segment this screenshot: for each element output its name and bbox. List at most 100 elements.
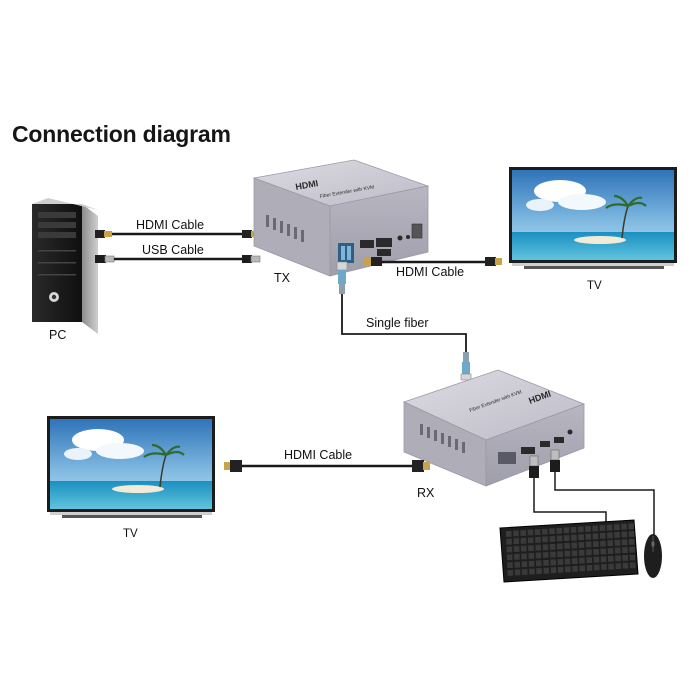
keyboard-key [600, 556, 607, 563]
keyboard-key [507, 570, 514, 576]
keyboard-key [608, 555, 614, 562]
keyboard-key [614, 547, 621, 554]
keyboard-key [543, 560, 549, 566]
label-rx: RX [417, 486, 435, 500]
keyboard-key [578, 526, 584, 533]
keyboard-key [563, 535, 570, 541]
hdmi-cable-tx-tv [364, 257, 502, 266]
keyboard-key [513, 530, 519, 537]
keyboard-key [549, 536, 556, 542]
keyboard-key [593, 556, 600, 563]
tx-brand-logo: HDMI [295, 178, 319, 192]
keyboard-key [578, 534, 584, 541]
keyboard-key [586, 557, 592, 564]
keyboard-key [528, 553, 535, 559]
rx-extender-device [402, 369, 586, 487]
label-hdmi-cable-rx-tv: HDMI Cable [284, 448, 353, 462]
keyboard-key [614, 532, 620, 538]
keyboard-key [578, 549, 585, 556]
keyboard-key [528, 545, 534, 552]
keyboard-key [521, 569, 528, 575]
keyboard-key [535, 537, 541, 543]
keyboard-key [535, 552, 542, 559]
keyboard-key [565, 566, 571, 573]
keyboard-key [593, 564, 600, 571]
keyboard-key [506, 554, 513, 561]
tv-bottom [47, 416, 215, 518]
page-title: Connection diagram [12, 121, 231, 147]
keyboard-key [593, 541, 599, 547]
keyboard-key [513, 546, 520, 552]
keyboard-key [585, 533, 592, 540]
hdmi-cable-rx-tv [224, 460, 430, 472]
keyboard-key [549, 528, 555, 535]
usb-cables-rx-peripherals [529, 449, 655, 536]
keyboard-key [599, 532, 606, 539]
keyboard-key [507, 562, 513, 568]
keyboard-key [556, 535, 563, 542]
keyboard-key [543, 567, 550, 574]
keyboard-key [629, 562, 636, 569]
keyboard-key [621, 539, 628, 546]
keyboard-key [607, 540, 613, 547]
keyboard-key [599, 525, 606, 531]
keyboard-key [528, 560, 535, 567]
keyboard-key [506, 538, 512, 545]
keyboard-key [600, 540, 606, 547]
keyboard-key [557, 551, 563, 558]
keyboard-key [586, 565, 593, 571]
keyboard-key [506, 546, 513, 553]
keyboard-key [608, 563, 614, 570]
single-fiber-cable [336, 261, 472, 381]
keyboard-key [513, 538, 520, 545]
keyboard-key [542, 536, 548, 543]
keyboard-key [628, 531, 635, 537]
label-single-fiber: Single fiber [366, 316, 429, 330]
keyboard-key [629, 539, 635, 545]
keyboard-key [621, 531, 628, 538]
keyboard-key [629, 554, 636, 561]
keyboard-key [571, 534, 577, 541]
keyboard-key [550, 567, 557, 574]
keyboard-key [622, 547, 628, 553]
keyboard-key [542, 544, 549, 551]
keyboard-key [578, 542, 585, 548]
mouse [644, 534, 662, 578]
label-tx: TX [274, 271, 290, 285]
keyboard-key [579, 565, 586, 572]
keyboard-key [535, 544, 541, 551]
keyboard-key [585, 526, 591, 532]
keyboard-key [571, 550, 578, 557]
keyboard-key [564, 550, 571, 557]
keyboard-key [593, 549, 599, 555]
label-hdmi-cable-tx-tv: HDMI Cable [396, 265, 465, 279]
keyboard [499, 519, 639, 583]
keyboard-key [586, 549, 592, 556]
keyboard-key [514, 553, 520, 560]
keyboard-key [615, 563, 622, 570]
keyboard-key [563, 527, 570, 534]
tv-top [509, 167, 677, 269]
keyboard-key [536, 560, 542, 567]
label-tv-top: TV [587, 280, 602, 292]
label-hdmi-cable-pc-tx: HDMI Cable [136, 218, 205, 232]
keyboard-key [542, 552, 549, 558]
keyboard-key [571, 542, 577, 549]
keyboard-key [592, 533, 599, 540]
keyboard-key [529, 568, 535, 575]
keyboard-key [536, 568, 542, 574]
keyboard-key [592, 525, 598, 532]
pc-tower [32, 198, 98, 334]
keyboard-key [556, 527, 562, 534]
keyboard-key [527, 529, 534, 536]
keyboard-key [585, 541, 592, 548]
keyboard-key [606, 524, 613, 531]
keyboard-key [521, 545, 527, 552]
keyboard-key [550, 551, 556, 558]
keyboard-key [542, 528, 548, 535]
keyboard-key [557, 543, 563, 550]
keyboard-key [614, 539, 621, 546]
label-usb-cable-pc-tx: USB Cable [142, 243, 204, 257]
keyboard-key [521, 553, 527, 560]
